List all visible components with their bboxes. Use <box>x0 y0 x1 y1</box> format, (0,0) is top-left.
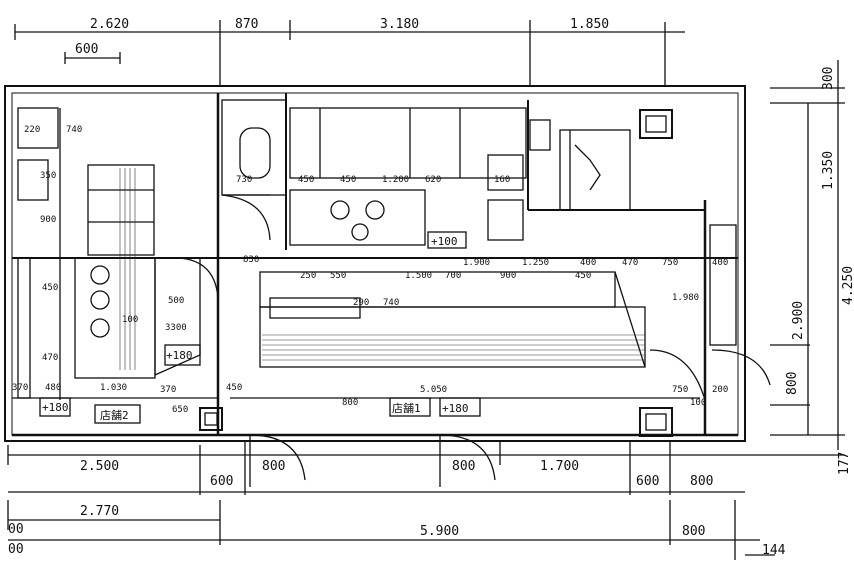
interior-dim: 400 <box>580 258 596 268</box>
interior-dim: 1.980 <box>672 293 699 303</box>
bottom-dim-2: 600 <box>210 474 233 489</box>
store-label-2: 店舗2 <box>100 408 129 422</box>
interior-dim: 1.500 <box>405 271 432 281</box>
interior-dim: 480 <box>45 383 61 393</box>
level-mark-1: +180 <box>166 349 193 362</box>
interior-dim: 450 <box>42 283 58 293</box>
interior-dim: 470 <box>42 353 58 363</box>
interior-dim: 470 <box>622 258 638 268</box>
right-dim-4: 2.900 <box>791 301 806 340</box>
interior-dim: 220 <box>24 125 40 135</box>
bottom-dim-5: 1.700 <box>540 459 579 474</box>
interior-dim: 450 <box>340 175 356 185</box>
interior-dim: 290 <box>353 298 369 308</box>
interior-dim: 1.030 <box>100 383 127 393</box>
interior-dim: 500 <box>168 296 184 306</box>
bottom-dim-3: 800 <box>262 459 285 474</box>
interior-dim: 3300 <box>165 323 187 333</box>
interior-dim: 370 <box>160 385 176 395</box>
top-dim-1: 2.620 <box>90 17 129 32</box>
level-mark-4: +100 <box>431 235 458 248</box>
bottom-dim-9: 800 <box>682 524 705 539</box>
interior-dim: 900 <box>500 271 516 281</box>
bottom-dim-4: 800 <box>452 459 475 474</box>
interior-dim: 750 <box>662 258 678 268</box>
interior-dim: 700 <box>445 271 461 281</box>
interior-dim: 550 <box>330 271 346 281</box>
store-label-1: 店舗1 <box>392 401 421 415</box>
bottom-partial-2: 00 <box>8 542 24 557</box>
interior-dim: 450 <box>298 175 314 185</box>
interior-dim: 900 <box>40 215 56 225</box>
top-sub-dim: 600 <box>75 42 98 57</box>
interior-dim: 250 <box>300 271 316 281</box>
bottom-dim-8: 2.770 <box>80 504 119 519</box>
interior-dim: 100 <box>690 398 706 408</box>
interior-dim: 1.250 <box>522 258 549 268</box>
top-dim-2: 870 <box>235 17 258 32</box>
interior-dim: 5.050 <box>420 385 447 395</box>
top-dim-3: 3.180 <box>380 17 419 32</box>
bottom-partial-1: 00 <box>8 522 24 537</box>
bottom-dim-1: 2.500 <box>80 459 119 474</box>
level-mark-3: +180 <box>442 402 469 415</box>
interior-dim: 160 <box>494 175 510 185</box>
interior-dim: 450 <box>226 383 242 393</box>
interior-dim: 100 <box>122 315 138 325</box>
right-dim-5: 800 <box>785 372 800 395</box>
interior-dim: 1.900 <box>463 258 490 268</box>
interior-dim: 400 <box>712 258 728 268</box>
interior-dim: 740 <box>66 125 82 135</box>
interior-dim: 650 <box>172 405 188 415</box>
interior-dim: 750 <box>672 385 688 395</box>
bottom-dim-10: 144 <box>762 543 786 558</box>
right-dim-6: 177 <box>837 452 852 475</box>
right-dim-1: 300 <box>821 67 836 90</box>
interior-dim: 370 <box>12 383 28 393</box>
level-mark-2: +180 <box>42 401 69 414</box>
interior-dim: 450 <box>575 271 591 281</box>
top-dim-4: 1.850 <box>570 17 609 32</box>
interior-dim: 200 <box>712 385 728 395</box>
interior-dim: 730 <box>236 175 252 185</box>
bottom-dim-7: 800 <box>690 474 713 489</box>
interior-dim: 350 <box>40 171 56 181</box>
bottom-dim-11: 5.900 <box>420 524 459 539</box>
interior-dim: 1.200 <box>382 175 409 185</box>
interior-dim: 620 <box>425 175 441 185</box>
interior-dim: 830 <box>243 255 259 265</box>
interior-dim: 740 <box>383 298 399 308</box>
interior-dim: 800 <box>342 398 358 408</box>
bottom-dim-6: 600 <box>636 474 659 489</box>
right-dim-2: 1.350 <box>821 151 836 190</box>
right-dim-3: 4.250 <box>841 266 854 305</box>
